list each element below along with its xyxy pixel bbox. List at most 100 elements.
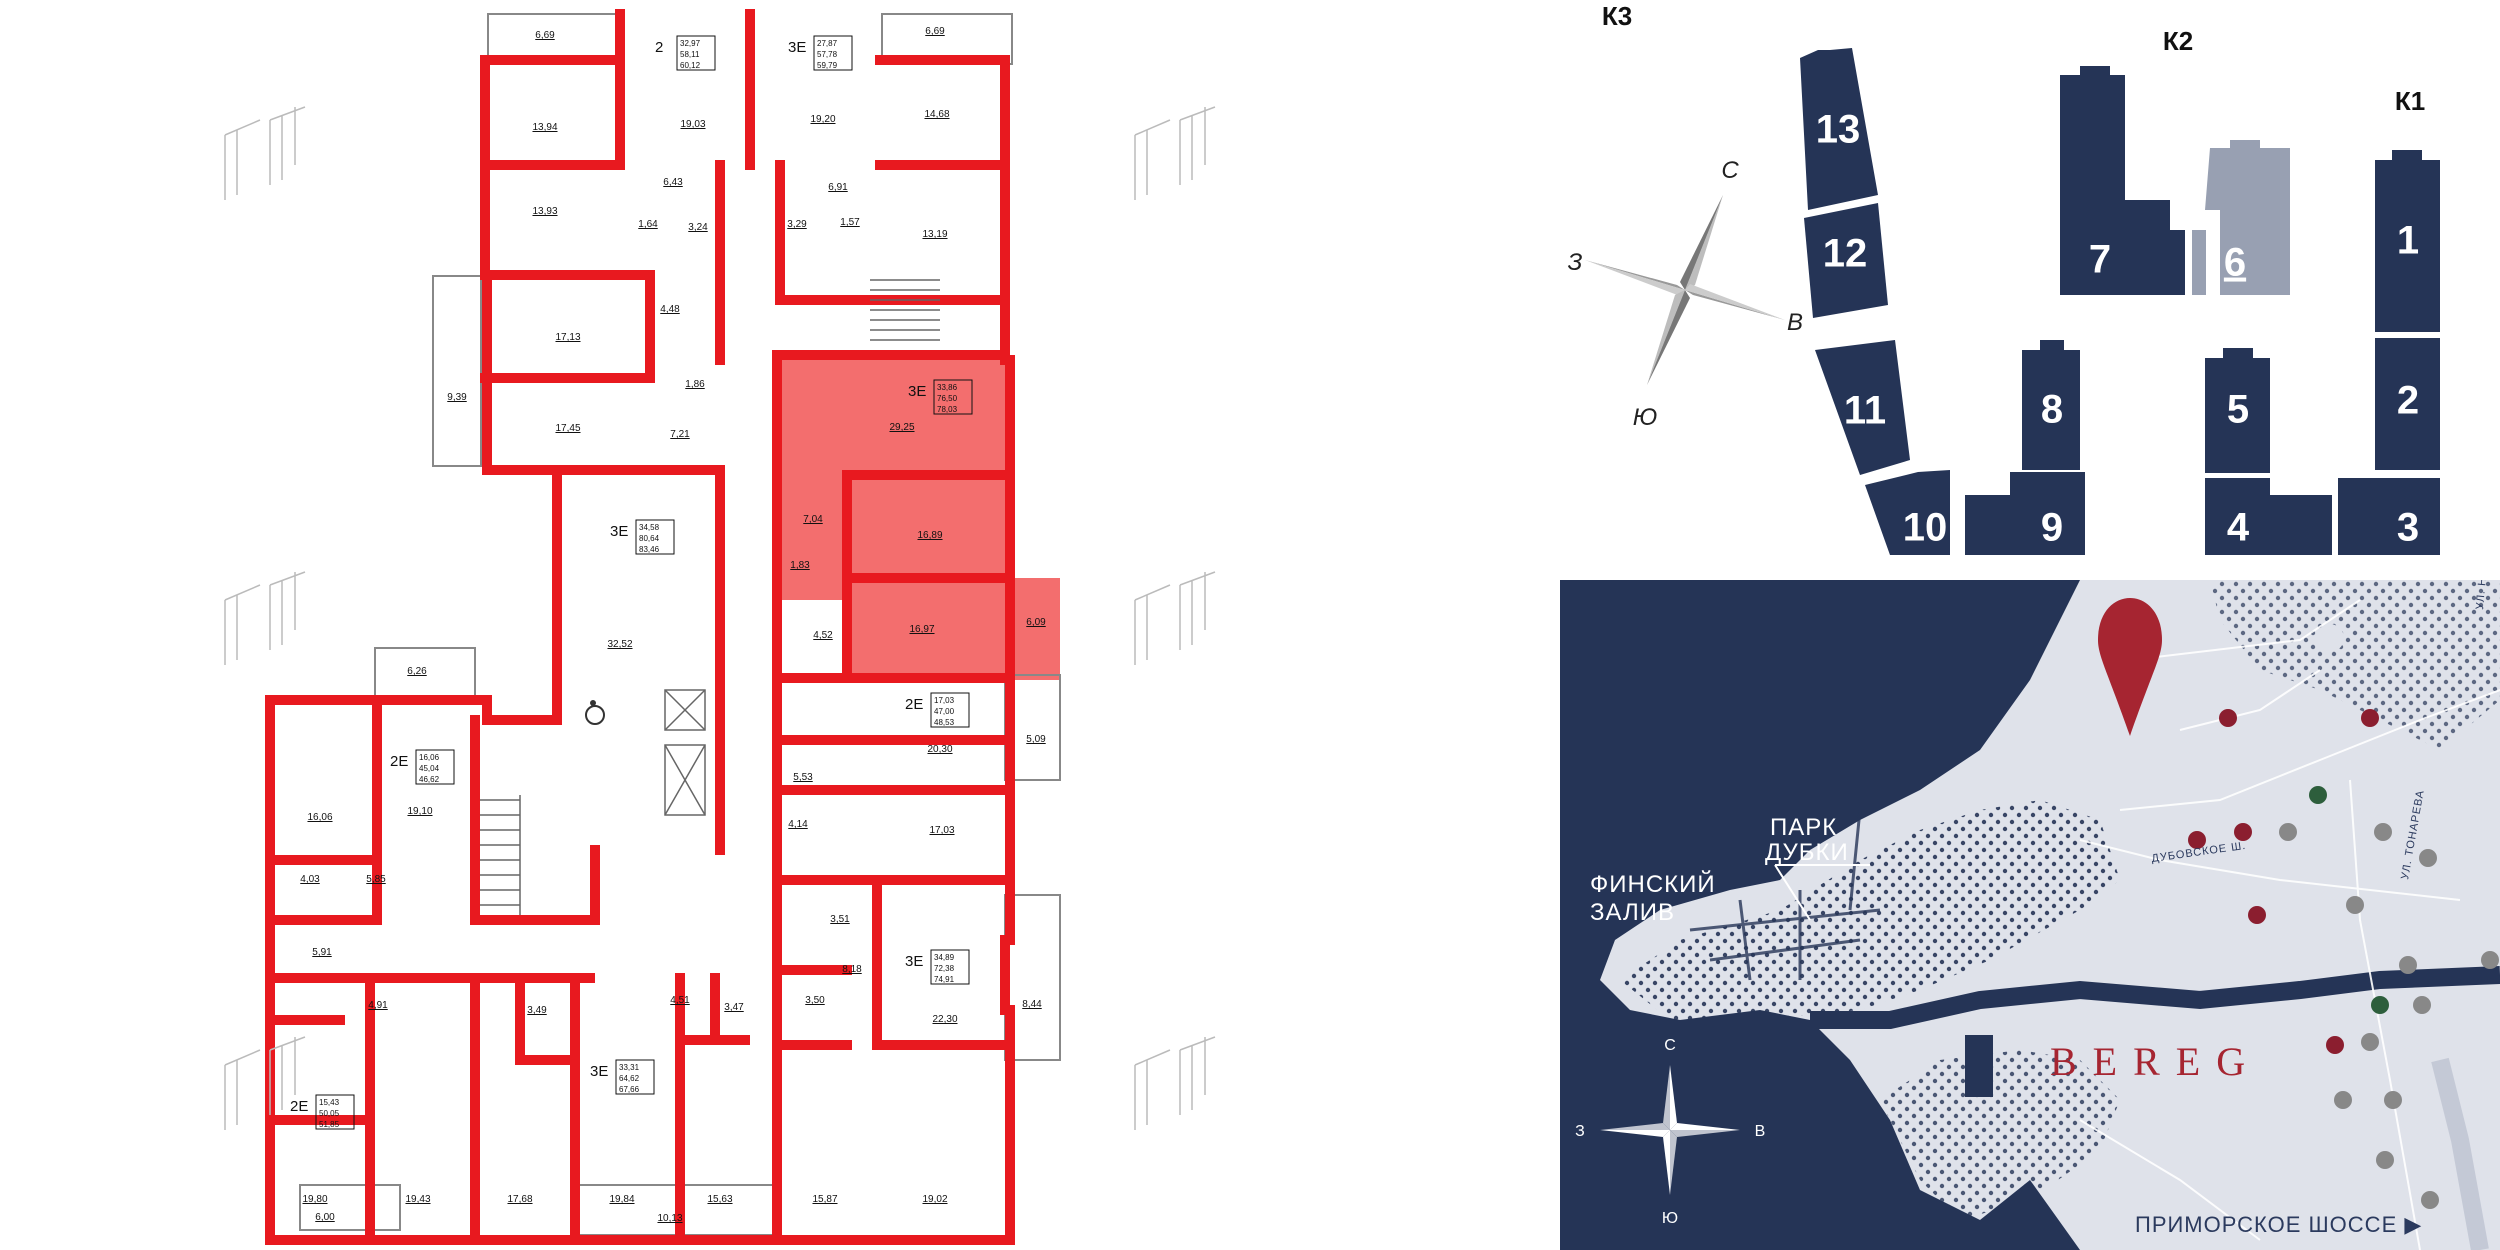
building-8[interactable]: 8 bbox=[2022, 340, 2080, 470]
room-area: 4,52 bbox=[813, 630, 833, 641]
building-1[interactable]: 1 bbox=[2375, 150, 2440, 332]
room-area: 3,49 bbox=[527, 1005, 547, 1016]
building-5[interactable]: 5 bbox=[2205, 348, 2270, 473]
svg-text:2Е: 2Е bbox=[905, 696, 923, 713]
room-area: 4,91 bbox=[368, 1000, 388, 1011]
svg-text:3Е: 3Е bbox=[590, 1063, 608, 1080]
building-13[interactable]: 13 bbox=[1800, 48, 1878, 210]
room-areas: 6,69 6,69 13,94 19,03 19,20 14,68 6,43 6… bbox=[300, 26, 1046, 1224]
svg-text:3Е: 3Е bbox=[788, 39, 806, 56]
svg-text:80,64: 80,64 bbox=[639, 534, 660, 543]
svg-text:2Е: 2Е bbox=[390, 753, 408, 770]
map-compass-west: З bbox=[1575, 1123, 1585, 1140]
queue-label-k2: К2 bbox=[2163, 26, 2193, 56]
room-area: 4,03 bbox=[300, 874, 320, 885]
gulf-label: ЗАЛИВ bbox=[1590, 899, 1675, 926]
svg-text:58,11: 58,11 bbox=[680, 50, 700, 59]
svg-text:67,66: 67,66 bbox=[619, 1085, 640, 1094]
room-area: 4,48 bbox=[660, 304, 680, 315]
room-area: 5,91 bbox=[312, 947, 332, 958]
compass-north: С bbox=[1721, 157, 1739, 184]
svg-text:51,85: 51,85 bbox=[319, 1120, 340, 1129]
room-area: 14,68 bbox=[924, 109, 949, 120]
route-label: ПРИМОРСКОЕ ШОССЕ ▶ bbox=[2135, 1212, 2422, 1237]
room-area: 3,47 bbox=[724, 1002, 744, 1013]
room-area: 19,02 bbox=[922, 1194, 947, 1205]
svg-text:27,87: 27,87 bbox=[817, 39, 838, 48]
compass-west: З bbox=[1568, 249, 1583, 276]
room-area: 7,04 bbox=[803, 514, 823, 525]
room-area: 19,84 bbox=[609, 1194, 634, 1205]
apartment-info: 2Е 16,06 45,04 46,62 bbox=[390, 749, 455, 785]
floor-plan: 2 32,97 58,11 60,12 3Е 27,87 57,78 59,79… bbox=[224, 9, 1216, 1245]
svg-text:15,43: 15,43 bbox=[319, 1098, 340, 1107]
room-area: 8,44 bbox=[1022, 999, 1042, 1010]
room-area: 3,24 bbox=[688, 222, 708, 233]
watermark-logos bbox=[224, 106, 1216, 1130]
room-area: 1,57 bbox=[840, 217, 860, 228]
stairwells bbox=[480, 279, 940, 915]
project-name: BEREG bbox=[2050, 1039, 2261, 1084]
building-11[interactable]: 11 bbox=[1815, 340, 1910, 475]
room-area: 7,21 bbox=[670, 429, 690, 440]
svg-text:47,00: 47,00 bbox=[934, 707, 955, 716]
svg-text:50,05: 50,05 bbox=[319, 1109, 340, 1118]
room-area: 22,30 bbox=[932, 1014, 957, 1025]
room-area: 5,53 bbox=[793, 772, 813, 783]
complex-scheme: С З В Ю К3 К2 К1 13 12 11 10 9 8 7 bbox=[1568, 1, 2440, 555]
room-area: 16,89 bbox=[917, 530, 942, 541]
map-compass: С Ю З В bbox=[1575, 1037, 1765, 1227]
building-4[interactable]: 4 bbox=[2205, 478, 2332, 555]
room-area: 13,19 bbox=[922, 229, 947, 240]
svg-text:3: 3 bbox=[2397, 506, 2419, 550]
room-area: 5,85 bbox=[366, 874, 386, 885]
poi-markers bbox=[2188, 709, 2499, 1209]
room-area: 29,25 bbox=[889, 422, 914, 433]
svg-text:45,04: 45,04 bbox=[419, 764, 440, 773]
svg-text:12: 12 bbox=[1823, 232, 1868, 276]
room-area: 4,51 bbox=[670, 995, 690, 1006]
svg-text:3Е: 3Е bbox=[905, 953, 923, 970]
room-area: 19,10 bbox=[407, 806, 432, 817]
svg-text:83,46: 83,46 bbox=[639, 545, 660, 554]
svg-text:78,03: 78,03 bbox=[937, 405, 958, 414]
park-label: ДУБКИ bbox=[1765, 839, 1849, 866]
svg-text:33,31: 33,31 bbox=[619, 1063, 640, 1072]
room-area: 19,20 bbox=[810, 114, 835, 125]
building-6[interactable]: 6 bbox=[2192, 140, 2290, 295]
svg-text:6: 6 bbox=[2224, 241, 2246, 285]
apartment-labels: 2 32,97 58,11 60,12 3Е 27,87 57,78 59,79… bbox=[290, 35, 973, 1130]
apartment-info: 2Е 17,03 47,00 48,53 bbox=[905, 692, 970, 728]
room-area: 9,39 bbox=[447, 392, 467, 403]
room-area: 6,43 bbox=[663, 177, 683, 188]
apartment-info: 3Е 27,87 57,78 59,79 bbox=[788, 35, 853, 71]
building-7[interactable]: 7 bbox=[2060, 66, 2185, 295]
building-9[interactable]: 9 bbox=[1965, 472, 2085, 555]
room-area: 1,64 bbox=[638, 219, 658, 230]
room-area: 6,00 bbox=[315, 1212, 335, 1223]
building-2[interactable]: 2 bbox=[2375, 338, 2440, 470]
building-10[interactable]: 10 bbox=[1865, 470, 1950, 555]
room-area: 20,30 bbox=[927, 744, 952, 755]
apartment-info: 3Е 34,58 80,64 83,46 bbox=[610, 519, 675, 555]
svg-text:10: 10 bbox=[1903, 506, 1948, 550]
room-area: 32,52 bbox=[607, 639, 632, 650]
building-12[interactable]: 12 bbox=[1804, 203, 1888, 318]
apartment-info: 2 32,97 58,11 60,12 bbox=[655, 35, 716, 71]
svg-text:32,97: 32,97 bbox=[680, 39, 701, 48]
svg-text:72,38: 72,38 bbox=[934, 964, 955, 973]
room-area: 1,83 bbox=[790, 560, 810, 571]
apartment-info: 2Е 15,43 50,05 51,85 bbox=[290, 1094, 355, 1130]
room-area: 17,13 bbox=[555, 332, 580, 343]
svg-text:8: 8 bbox=[2041, 388, 2063, 432]
svg-text:2: 2 bbox=[2397, 379, 2419, 423]
room-area: 17,45 bbox=[555, 423, 580, 434]
queue-label-k1: К1 bbox=[2395, 86, 2425, 116]
building-3[interactable]: 3 bbox=[2338, 478, 2440, 555]
svg-text:16,06: 16,06 bbox=[419, 753, 440, 762]
map-compass-north: С bbox=[1664, 1037, 1676, 1054]
room-area: 4,14 bbox=[788, 819, 808, 830]
room-area: 19,03 bbox=[680, 119, 705, 130]
room-area: 10,13 bbox=[657, 1213, 682, 1224]
svg-text:13: 13 bbox=[1816, 108, 1861, 152]
